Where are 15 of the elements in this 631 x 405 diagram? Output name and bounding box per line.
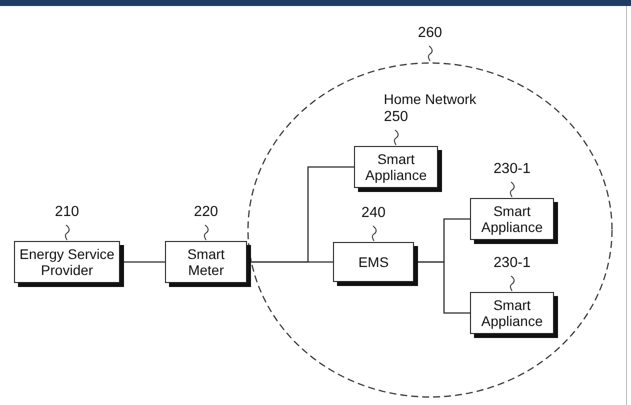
box-label: EMS — [357, 254, 390, 270]
box-label: Energy Service Provider — [18, 246, 116, 278]
reference-number: 220 — [194, 204, 218, 220]
box-label: Smart Meter — [186, 246, 226, 278]
box-label: Smart Appliance — [364, 151, 428, 183]
reference-number: 250 — [384, 109, 408, 125]
reference-number: 260 — [418, 25, 442, 41]
group-title: Home Network — [382, 91, 478, 107]
network-boundary-ellipse — [247, 62, 613, 398]
reference-number: 240 — [361, 205, 386, 221]
reference-number: 230-1 — [493, 255, 531, 271]
reference-number: 230-1 — [493, 161, 531, 177]
box-label: Smart Appliance — [480, 297, 544, 329]
box-label: Smart Appliance — [480, 203, 544, 235]
reference-number: 210 — [54, 204, 80, 220]
